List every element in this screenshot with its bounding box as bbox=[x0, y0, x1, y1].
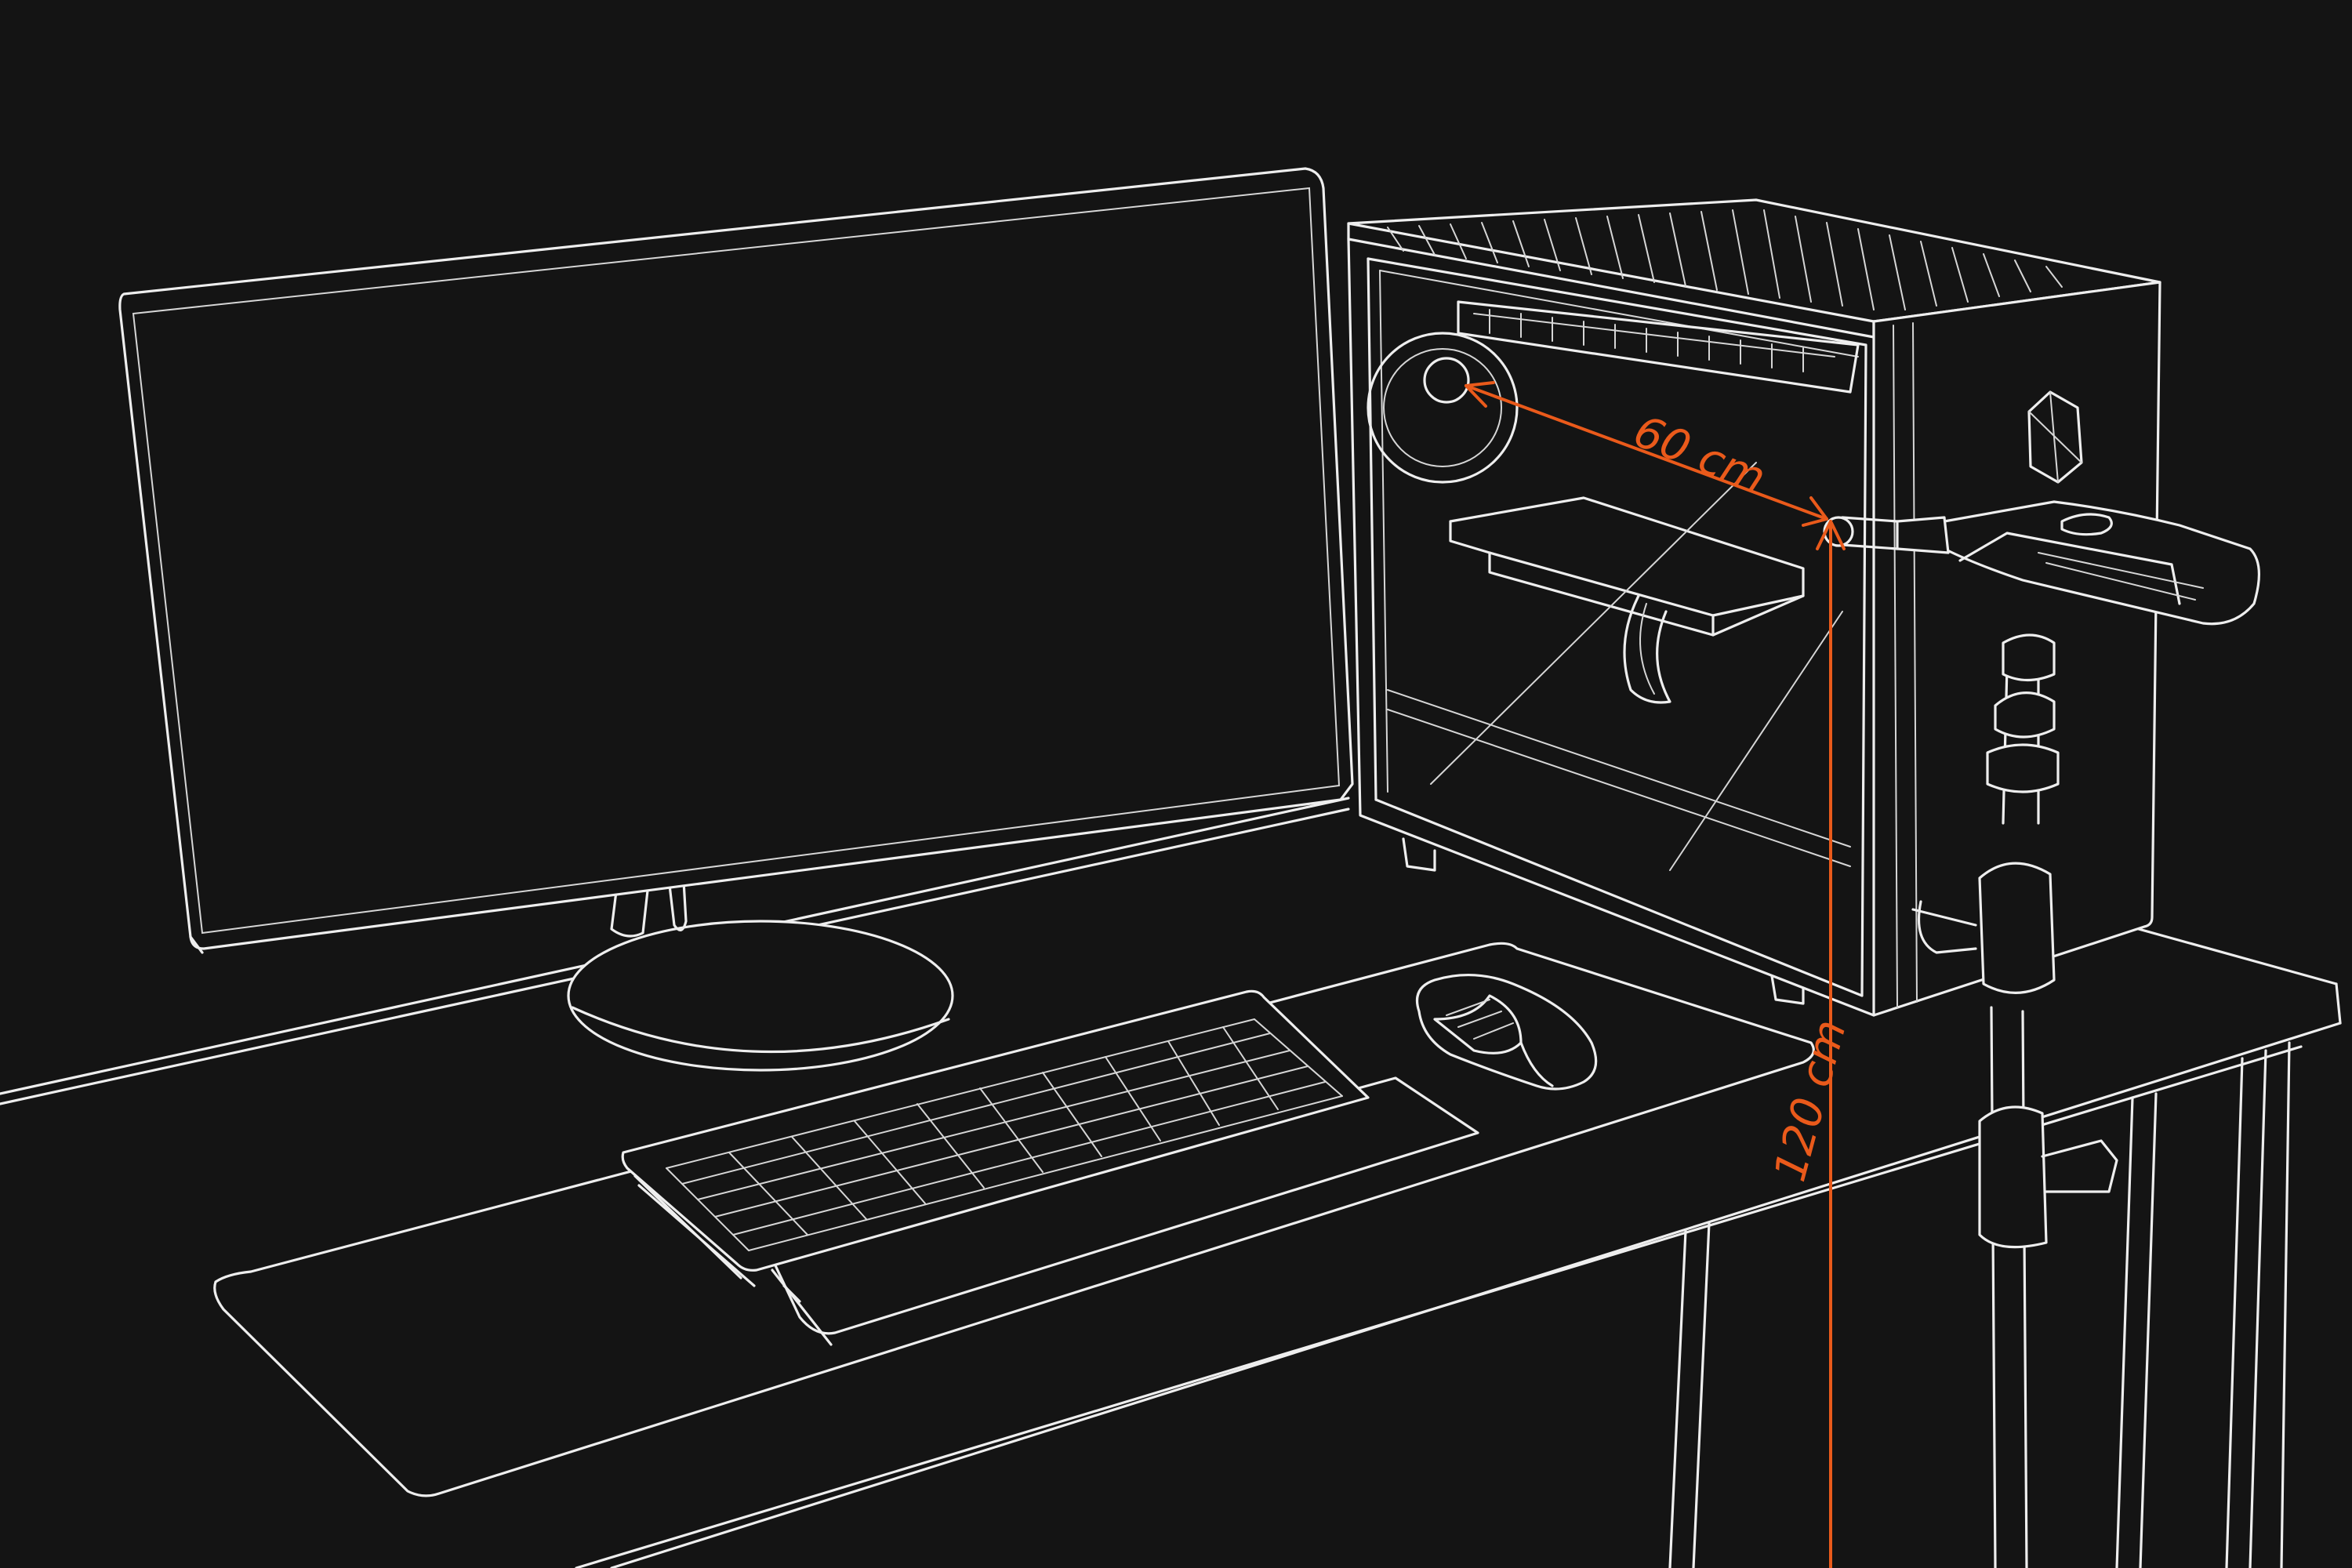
sound-meter-stand bbox=[1823, 500, 2261, 1568]
horizontal-distance-label: 60 cm bbox=[1627, 406, 1773, 505]
monitor-screen bbox=[118, 167, 1354, 950]
top-mesh bbox=[1387, 209, 2063, 310]
keyboard bbox=[621, 989, 1479, 1346]
monitor-stand-base bbox=[567, 920, 954, 1072]
desk-mat bbox=[213, 942, 1815, 1497]
vertical-distance-label: 120 cm bbox=[1765, 1014, 1857, 1187]
keyboard-keys bbox=[666, 1018, 1343, 1251]
graphics-card bbox=[1449, 496, 1805, 617]
rear-fan bbox=[1367, 332, 1519, 484]
mouse bbox=[1415, 973, 1598, 1091]
cable-bundle bbox=[1623, 594, 1671, 704]
monitor bbox=[118, 167, 1354, 1072]
horizontal-distance-arrow bbox=[1465, 384, 1828, 521]
